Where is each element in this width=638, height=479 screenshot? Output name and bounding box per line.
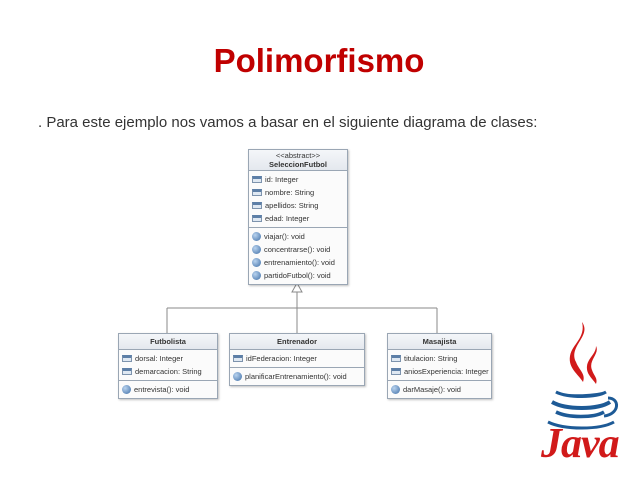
slide-title: Polimorfismo	[213, 42, 425, 79]
attribute-icon	[122, 368, 132, 375]
operation-row: partidoFutbol(): void	[249, 269, 347, 282]
class-name: Futbolista	[119, 334, 217, 350]
attribute-icon	[252, 202, 262, 209]
attribute-row: aniosExperiencia: Integer	[388, 365, 491, 378]
attribute-icon	[122, 355, 132, 362]
class-stereotype: <<abstract>>	[275, 151, 321, 160]
operation-row: darMasaje(): void	[388, 383, 491, 396]
operation-row: concentrarse(): void	[249, 243, 347, 256]
operation-icon	[252, 258, 261, 267]
operation-icon	[122, 385, 131, 394]
class-name: Masajista	[388, 334, 491, 350]
attribute-row: dorsal: Integer	[119, 352, 217, 365]
class-entrenador: Entrenador idFederacion: Integer planifi…	[229, 333, 365, 386]
operation-icon	[252, 245, 261, 254]
attribute-row: nombre: String	[249, 186, 347, 199]
attribute-icon	[252, 215, 262, 222]
generalization-arrow	[291, 281, 303, 293]
attribute-icon	[391, 355, 401, 362]
java-logo-icon	[547, 322, 618, 430]
java-wordmark: Java	[541, 421, 620, 467]
operation-row: planificarEntrenamiento(): void	[230, 370, 364, 383]
attribute-icon	[252, 189, 262, 196]
class-futbolista: Futbolista dorsal: Integer demarcacion: …	[118, 333, 218, 399]
attribute-icon	[391, 368, 401, 375]
attribute-row: apellidos: String	[249, 199, 347, 212]
intro-text: . Para este ejemplo nos vamos a basar en…	[38, 114, 538, 131]
operation-icon	[252, 232, 261, 241]
operation-icon	[391, 385, 400, 394]
attribute-row: id: Integer	[249, 173, 347, 186]
operation-icon	[252, 271, 261, 280]
attribute-icon	[252, 176, 262, 183]
class-name: SeleccionFutbol	[269, 160, 327, 169]
attribute-row: titulacion: String	[388, 352, 491, 365]
class-seleccionfutbol: <<abstract>> SeleccionFutbol id: Integer…	[248, 149, 348, 285]
attribute-row: demarcacion: String	[119, 365, 217, 378]
class-name: Entrenador	[230, 334, 364, 350]
operation-row: viajar(): void	[249, 230, 347, 243]
attribute-icon	[233, 355, 243, 362]
attribute-row: idFederacion: Integer	[230, 352, 364, 365]
operation-row: entrevista(): void	[119, 383, 217, 396]
operation-row: entrenamiento(): void	[249, 256, 347, 269]
class-masajista: Masajista titulacion: String aniosExperi…	[387, 333, 492, 399]
attribute-row: edad: Integer	[249, 212, 347, 225]
operation-icon	[233, 372, 242, 381]
